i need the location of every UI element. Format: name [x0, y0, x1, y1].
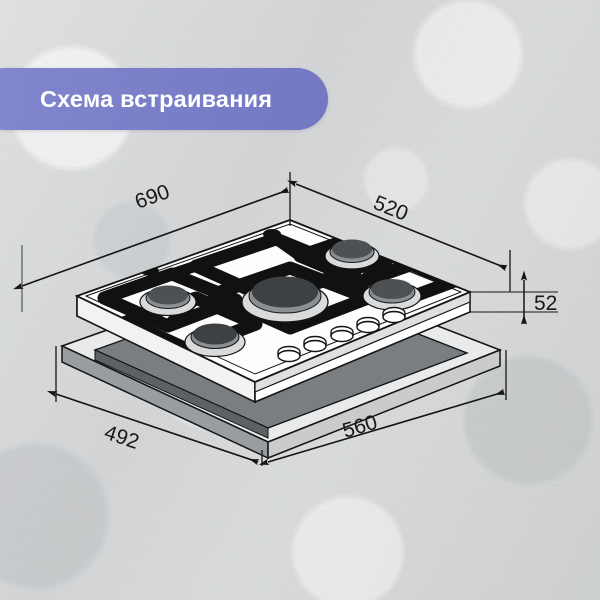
burner-left: [139, 285, 197, 317]
section-banner: Схема встраивания: [0, 68, 328, 130]
installation-diagram: 690 520 52 492: [0, 150, 600, 510]
control-knob-3: [330, 325, 354, 343]
banner-title: Схема встраивания: [40, 85, 273, 112]
dimension-label-690: 690: [132, 180, 173, 214]
dimension-52: 52: [470, 270, 558, 325]
burner-right: [362, 279, 422, 311]
dimension-560: 560: [258, 350, 507, 465]
burner-group: [139, 239, 422, 358]
control-knob-2: [303, 335, 327, 353]
control-knob-1: [277, 345, 301, 363]
control-knob-5: [382, 306, 406, 324]
control-knob-row: [277, 306, 406, 363]
burner-center-large: [241, 276, 329, 323]
control-knob-4: [356, 316, 380, 334]
burner-front-left: [184, 323, 246, 358]
dimension-label-52: 52: [534, 292, 557, 315]
dimension-label-492: 492: [101, 421, 142, 454]
hob-drawing-svg: 690 520 52 492: [13, 172, 558, 466]
dimension-label-520: 520: [370, 191, 411, 225]
